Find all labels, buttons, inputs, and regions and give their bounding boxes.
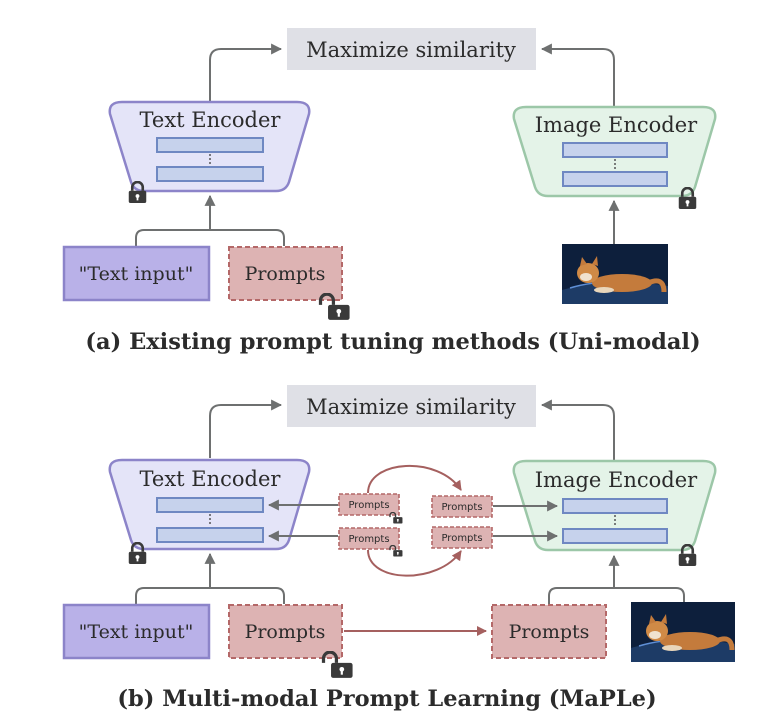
text-input-label: "Text input" — [79, 263, 194, 285]
deep-prompt-label: Prompts — [348, 534, 389, 545]
inputs-join-line — [135, 229, 285, 246]
text-input-box — [62, 603, 211, 660]
text-encoder-layer-1 — [156, 497, 264, 513]
prompts-box-text — [228, 604, 343, 659]
similarity-label: Maximize similarity — [306, 38, 516, 62]
image-encoder-layer-2 — [562, 528, 668, 544]
image-inputs-join-line — [548, 587, 685, 604]
image-encoder-layer-1 — [562, 498, 668, 514]
deep-prompt-text-1 — [338, 493, 400, 516]
prompts-label: Prompts — [509, 621, 590, 643]
prompts-box — [228, 246, 343, 301]
inputs-join-line — [135, 587, 285, 604]
deep-prompt-label: Prompts — [441, 533, 482, 544]
panel-a: Maximize similarity Text Encoder Image E… — [62, 28, 717, 355]
caption-a: (a) Existing prompt tuning methods (Uni-… — [85, 329, 700, 355]
image-to-similarity-arrow — [540, 43, 615, 107]
text-input-box — [62, 245, 211, 302]
cat-image — [562, 244, 668, 304]
text-encoder-layer-2 — [156, 527, 264, 543]
text-encoder-layer-1 — [156, 137, 264, 153]
coupling-arrow — [367, 464, 462, 494]
similarity-box — [287, 385, 536, 427]
text-to-similarity-arrow — [209, 399, 283, 458]
cat-image — [631, 602, 735, 662]
prompts-label: Prompts — [245, 621, 326, 643]
image-encoder-layer-1 — [562, 142, 668, 158]
prompts-label: Prompts — [245, 263, 326, 285]
text-encoder-layer-2 — [156, 166, 264, 182]
deep-prompt-label: Prompts — [348, 500, 389, 511]
text-encoder-label: Text Encoder — [140, 467, 282, 491]
deep-prompt-image-1 — [431, 495, 493, 518]
image-encoder-label: Image Encoder — [535, 113, 698, 137]
text-to-similarity-arrow — [209, 43, 283, 102]
deep-prompt-label: Prompts — [441, 502, 482, 513]
text-encoder-label: Text Encoder — [140, 108, 282, 132]
image-encoder-layer-2 — [562, 171, 668, 187]
text-input-label: "Text input" — [79, 621, 194, 643]
prompts-box-image — [491, 604, 607, 659]
similarity-box — [287, 28, 536, 70]
image-encoder-label: Image Encoder — [535, 468, 698, 492]
caption-b: (b) Multi-modal Prompt Learning (MaPLe) — [117, 686, 656, 712]
panel-b: Maximize similarity Text Encoder Image E… — [62, 385, 735, 712]
coupling-arrow — [367, 549, 462, 577]
deep-prompt-text-2 — [338, 527, 400, 550]
deep-prompt-image-2 — [431, 526, 493, 549]
similarity-label: Maximize similarity — [306, 395, 516, 419]
image-to-similarity-arrow — [540, 399, 615, 461]
